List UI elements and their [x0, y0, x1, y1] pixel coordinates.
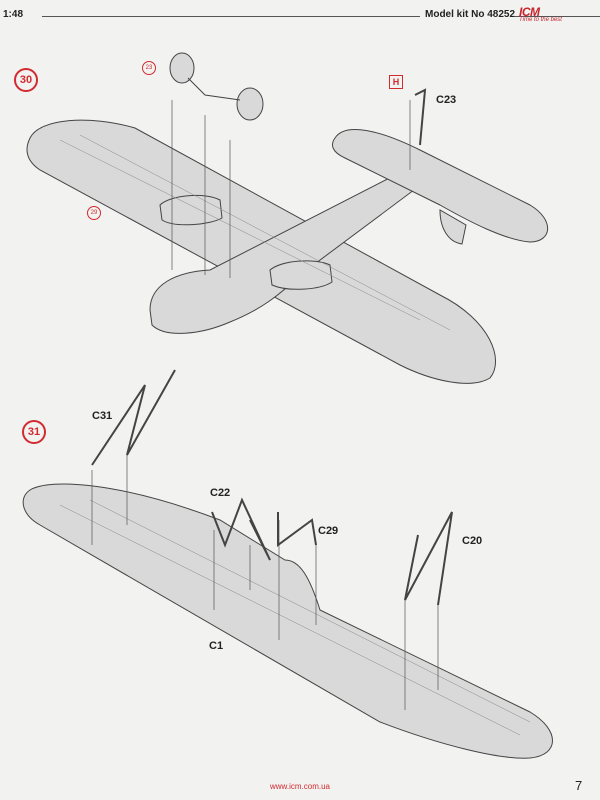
part-label-c29: C29 — [318, 525, 339, 537]
logo-tagline: Time to the best — [519, 17, 562, 23]
engine-right — [269, 260, 333, 290]
part-label-c1: C1 — [209, 640, 224, 652]
paint-h-marker: H — [389, 75, 403, 89]
part-label-c22: C22 — [210, 487, 231, 499]
logo-brand: ICM — [519, 5, 540, 19]
gear-leg — [187, 77, 241, 101]
header-rule-left — [42, 16, 420, 17]
footer-url: www.icm.com.ua — [269, 782, 330, 791]
strut-c23 — [414, 88, 427, 146]
wheel-left — [169, 52, 195, 84]
header-rule-right — [514, 16, 600, 17]
step-30-marker: 30 — [14, 68, 38, 92]
substep-23-marker: 23 — [142, 61, 156, 75]
tail-plane — [332, 129, 549, 243]
strut-c20 — [404, 511, 453, 606]
scale-label: 1:48 — [3, 9, 24, 20]
part-label-c20: C20 — [462, 535, 483, 547]
icm-logo: ICM Time to the best — [519, 5, 575, 33]
strut-c31 — [91, 369, 176, 466]
kit-number: Model kit No 48252 — [425, 9, 516, 20]
step-31-marker: 31 — [22, 420, 46, 444]
tail-fin — [439, 209, 467, 245]
page-number: 7 — [575, 778, 583, 793]
lower-wing — [22, 483, 553, 759]
strut-c22 — [211, 497, 271, 561]
strut-c29 — [277, 512, 317, 547]
part-label-c31: C31 — [92, 410, 113, 422]
substep-29-marker: 29 — [87, 206, 101, 220]
part-label-c23: C23 — [436, 94, 457, 106]
engine-left — [159, 195, 223, 226]
wheel-right — [236, 87, 264, 121]
